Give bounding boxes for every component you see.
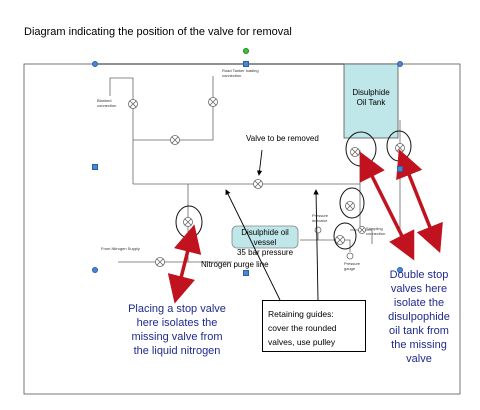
note-right-line5: oil tank from <box>389 325 449 337</box>
note-left-line3: missing valve from <box>131 331 223 343</box>
valve-removed-label: Valve to be removed <box>246 134 319 143</box>
disulphide-vessel <box>231 225 299 249</box>
vessel-line2: 35 bar pressure <box>236 248 294 257</box>
valve-blanked <box>128 99 138 109</box>
blanked-line1: Blanked <box>97 98 112 103</box>
red-arrow-tank-right <box>396 148 443 254</box>
guides-line3: valves, use pulley <box>268 337 336 347</box>
sampling-line2: connection <box>366 231 386 236</box>
sampling-label: Sampling connection <box>366 226 385 236</box>
vessel-line1: Disulphide oil vessel <box>241 228 289 247</box>
valve-sampling <box>358 226 366 234</box>
note-left-line1: Placing a stop valve <box>128 303 226 315</box>
retaining-guides-note: Retaining guides: cover the rounded valv… <box>262 300 366 352</box>
arrow-valve-removed <box>256 149 263 176</box>
valve-vessel-upper <box>345 201 355 211</box>
pressure-gauge-label: Pressure gauge <box>344 261 360 271</box>
pointer-arrows <box>225 149 319 301</box>
resize-handle-bottom-right[interactable] <box>397 267 403 273</box>
tank-label-line1: Disulphide <box>352 88 390 97</box>
note-right-line7: valve <box>406 353 432 365</box>
valve-vessel-lower <box>335 235 345 245</box>
resize-handle-top[interactable] <box>243 61 249 67</box>
valve-nitrogen-supply <box>155 257 165 267</box>
nitrogen-purge-label: Nitrogen purge line <box>201 260 269 269</box>
note-right: Double stop valves here isolate the disu… <box>378 268 460 366</box>
road-tanker-label: Road Tanker loading connection <box>222 68 259 78</box>
valve-upper <box>170 135 180 145</box>
note-left-line2: here isolates the <box>136 317 218 329</box>
note-right-line4: disulpophide <box>388 311 450 323</box>
note-right-line6: the missing <box>391 339 447 351</box>
red-arrow-nitrogen <box>167 224 202 304</box>
valve-nitrogen <box>183 217 193 227</box>
resize-handle-top-right[interactable] <box>397 61 403 67</box>
guides-line2: cover the rounded <box>268 323 337 333</box>
pressure-indicator-line1: Pressure <box>312 213 329 218</box>
highlight-vessel-lower <box>333 222 357 250</box>
rotate-handle[interactable] <box>243 48 249 54</box>
blanked-line2: connection <box>97 103 117 108</box>
disulphide-tank <box>343 63 399 139</box>
blanked-label: Blanked connection <box>97 98 116 108</box>
tank-label-line2: Oil Tank <box>356 98 386 107</box>
note-right-line1: Double stop <box>389 269 449 281</box>
resize-handle-top-left[interactable] <box>92 61 98 67</box>
road-tanker-line2: connection <box>222 73 242 78</box>
pressure-indicator-line2: indicator <box>312 218 328 223</box>
guides-line1: Retaining guides: <box>268 309 334 319</box>
pressure-gauge <box>346 252 354 260</box>
valve-road-tanker <box>208 97 218 107</box>
pressure-indicator-label: Pressure indicator <box>312 213 328 223</box>
vessel-label: Disulphide oil vessel 35 bar pressure <box>232 228 298 258</box>
resize-handle-left[interactable] <box>92 164 98 170</box>
resize-handle-bottom-left[interactable] <box>92 267 98 273</box>
note-right-line3: isolate the <box>393 297 445 309</box>
pressure-gauge-line1: Pressure <box>344 261 361 266</box>
note-left-line4: the liquid nitrogen <box>133 345 221 357</box>
road-tanker-line1: Road Tanker loading <box>222 68 259 73</box>
red-arrows <box>167 148 443 304</box>
valve-to-be-removed <box>253 179 263 189</box>
arrow-guides-left <box>225 189 281 301</box>
diagram-heading: Diagram indicating the position of the v… <box>24 26 292 38</box>
resize-handle-bottom[interactable] <box>243 270 249 276</box>
pressure-indicator <box>314 226 322 234</box>
valve-tank-right <box>395 143 405 153</box>
pressure-gauge-line2: gauge <box>344 266 356 271</box>
arrow-guides-right <box>313 189 319 301</box>
note-left: Placing a stop valve here isolates the m… <box>108 302 246 358</box>
valve-tank-left <box>350 147 360 157</box>
tank-label: Disulphide Oil Tank <box>345 88 397 108</box>
resize-handle-right[interactable] <box>397 166 403 172</box>
sampling-line1: Sampling <box>366 226 383 231</box>
note-right-line2: valves here <box>390 283 448 295</box>
nitrogen-supply-label: From Nitrogen Supply <box>101 246 140 251</box>
